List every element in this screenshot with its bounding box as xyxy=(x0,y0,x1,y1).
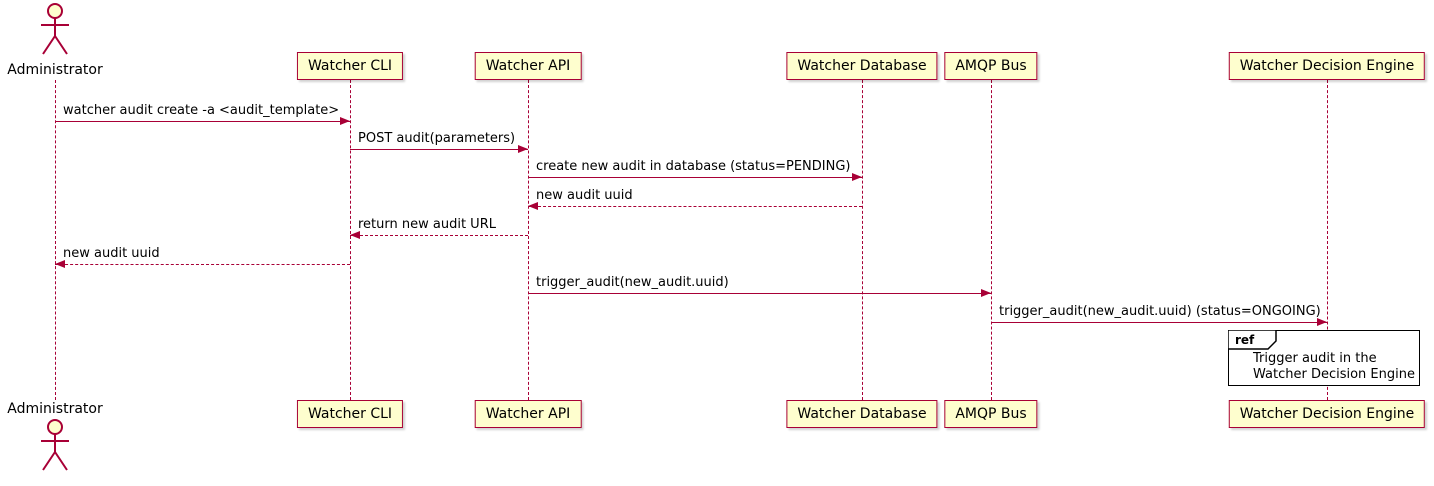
message-line xyxy=(991,322,1327,323)
message-line xyxy=(528,206,862,207)
participant-watcher-decision-engine-bottom: Watcher Decision Engine xyxy=(1228,400,1426,428)
message-label: POST audit(parameters) xyxy=(358,131,516,146)
lifeline-watcher-decision-engine xyxy=(1327,80,1328,400)
message-3: create new audit in database (status=PEN… xyxy=(528,157,862,181)
actor-label-bottom: Administrator xyxy=(7,401,103,417)
message-label: trigger_audit(new_audit.uuid) (status=ON… xyxy=(999,304,1321,319)
message-line xyxy=(350,149,528,150)
participant-watcher-api-bottom: Watcher API xyxy=(474,400,582,428)
message-8: trigger_audit(new_audit.uuid) (status=ON… xyxy=(991,302,1327,326)
ref-keyword: ref xyxy=(1235,333,1255,347)
participant-watcher-database-top: Watcher Database xyxy=(786,52,938,80)
participant-watcher-decision-engine-top: Watcher Decision Engine xyxy=(1228,52,1426,80)
arrowhead-icon xyxy=(1317,318,1327,326)
lifeline-watcher-api xyxy=(528,80,529,400)
arrowhead-icon xyxy=(350,231,360,239)
participant-amqp-bus-top: AMQP Bus xyxy=(944,52,1038,80)
participant-watcher-database-bottom: Watcher Database xyxy=(786,400,938,428)
arrowhead-icon xyxy=(981,289,991,297)
message-label: new audit uuid xyxy=(63,246,160,261)
participant-watcher-cli-bottom: Watcher CLI xyxy=(296,400,404,428)
arrowhead-icon xyxy=(55,260,65,268)
message-label: watcher audit create -a <audit_template> xyxy=(63,103,340,118)
message-label: new audit uuid xyxy=(536,188,633,203)
actor-icon xyxy=(35,2,75,62)
participant-watcher-api-top: Watcher API xyxy=(474,52,582,80)
lifeline-watcher-cli xyxy=(350,80,351,400)
message-line xyxy=(55,121,350,122)
participant-watcher-cli-top: Watcher CLI xyxy=(296,52,404,80)
message-line xyxy=(528,293,991,294)
message-6: new audit uuid xyxy=(55,244,350,268)
arrowhead-icon xyxy=(518,145,528,153)
lifeline-administrator xyxy=(55,80,56,400)
arrowhead-icon xyxy=(852,173,862,181)
message-7: trigger_audit(new_audit.uuid) xyxy=(528,273,991,297)
message-line xyxy=(55,264,350,265)
arrowhead-icon xyxy=(528,202,538,210)
ref-line-1: Trigger audit in the xyxy=(1253,351,1377,366)
lifeline-amqp-bus xyxy=(991,80,992,400)
ref-body: Trigger audit in the Watcher Decision En… xyxy=(1253,351,1415,383)
message-label: return new audit URL xyxy=(358,217,496,232)
message-2: POST audit(parameters) xyxy=(350,129,528,153)
ref-tag: ref xyxy=(1227,329,1278,354)
participant-amqp-bus-bottom: AMQP Bus xyxy=(944,400,1038,428)
message-line xyxy=(528,177,862,178)
arrowhead-icon xyxy=(340,117,350,125)
message-1: watcher audit create -a <audit_template> xyxy=(55,101,350,125)
ref-frame: ref Trigger audit in the Watcher Decisio… xyxy=(1227,329,1420,386)
message-label: create new audit in database (status=PEN… xyxy=(536,159,851,174)
actor-label-top: Administrator xyxy=(7,62,103,78)
message-4: new audit uuid xyxy=(528,186,862,210)
actor-icon-bottom xyxy=(35,418,75,478)
lifeline-watcher-database xyxy=(862,80,863,400)
message-label: trigger_audit(new_audit.uuid) xyxy=(536,275,729,290)
message-5: return new audit URL xyxy=(350,215,528,239)
ref-line-2: Watcher Decision Engine xyxy=(1253,367,1415,382)
message-line xyxy=(350,235,528,236)
